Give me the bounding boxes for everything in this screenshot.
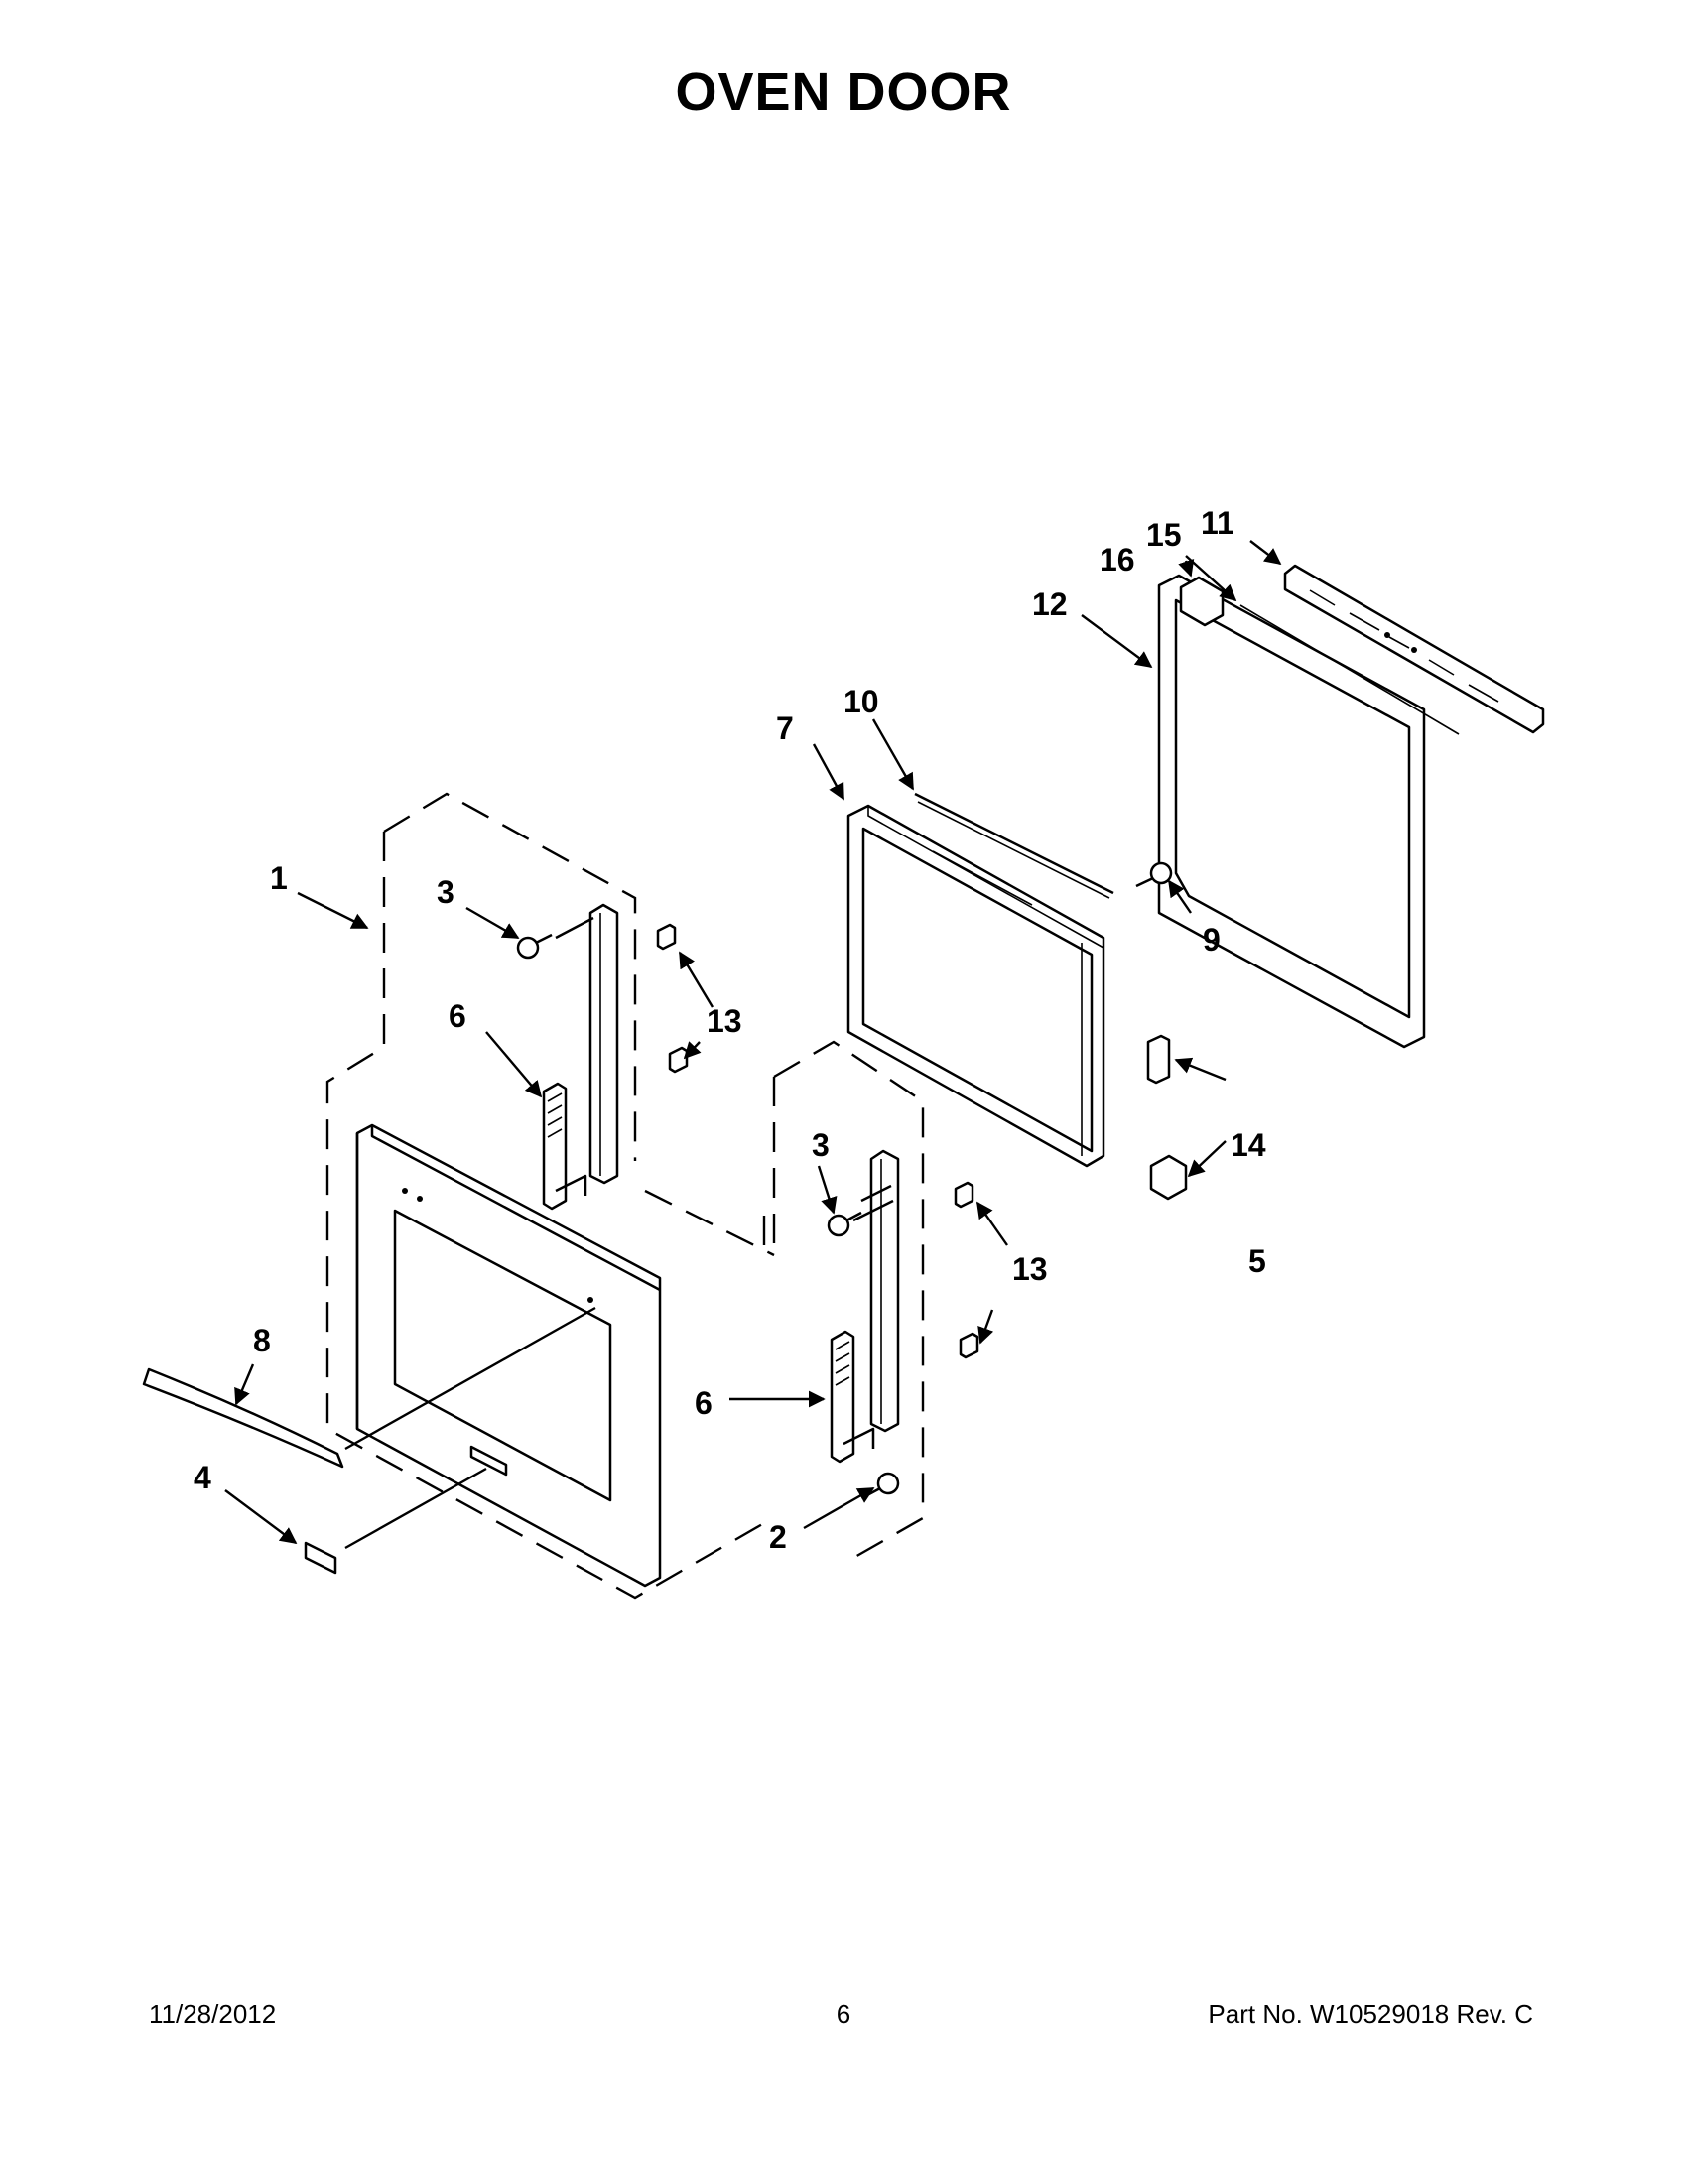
footer-date: 11/28/2012 [149, 1999, 277, 2029]
callout-6-right: 6 [695, 1385, 713, 1421]
callout-3-left: 3 [437, 874, 454, 910]
callout-12: 12 [1032, 586, 1068, 622]
clip-left-upper [656, 923, 677, 951]
callout-labels: 1 3 6 13 3 13 6 2 8 4 7 10 9 14 5 12 16 … [194, 505, 1266, 1555]
screw-upper-left [516, 933, 553, 960]
outer-door-assembly-outline [325, 792, 775, 1600]
inner-door-frame [846, 804, 1105, 1168]
callout-7: 7 [776, 710, 794, 746]
spacer-pad [1179, 576, 1225, 627]
callout-3-right: 3 [812, 1127, 830, 1163]
callout-14: 14 [1231, 1127, 1266, 1163]
callout-5: 5 [1248, 1243, 1266, 1279]
clip-right-lower [959, 1332, 979, 1359]
callout-16: 16 [1100, 542, 1135, 578]
callout-9: 9 [1203, 922, 1221, 958]
top-vent-trim [1283, 564, 1545, 734]
clip-left-lower [668, 1046, 689, 1074]
footer-page-number: 6 [836, 1999, 851, 2029]
clip-right-upper [954, 1181, 974, 1209]
door-rod [914, 792, 1114, 899]
callout-10: 10 [844, 684, 879, 719]
screw-upper-right [827, 1211, 862, 1237]
door-handle [142, 1367, 344, 1469]
gasket-strip [1239, 604, 1460, 735]
door-latch [1149, 1154, 1188, 1201]
right-hinge-assembly-outline [772, 1040, 925, 1560]
right-hinge [830, 1330, 875, 1464]
callout-8: 8 [253, 1323, 271, 1358]
page-title: OVEN DOOR [675, 63, 1012, 122]
left-hinge-channel [555, 903, 619, 1185]
callout-4: 4 [194, 1460, 211, 1495]
callout-6-left: 6 [449, 998, 466, 1034]
footer-part-number: Part No. W10529018 Rev. C [1208, 1999, 1533, 2029]
left-hinge [542, 1082, 587, 1211]
right-hinge-channel [852, 1149, 900, 1433]
callout-13-upper: 13 [707, 1003, 742, 1039]
leader-arrows [224, 540, 1282, 1545]
callout-11: 11 [1201, 505, 1234, 541]
callout-15: 15 [1146, 517, 1182, 553]
callout-13-lower: 13 [1012, 1251, 1048, 1287]
alignment-lines [344, 1184, 892, 1550]
callout-1: 1 [270, 860, 288, 896]
callout-2: 2 [769, 1519, 787, 1555]
spacer-block [1146, 1034, 1171, 1085]
screw-frame [1135, 861, 1173, 888]
badge-plate [304, 1541, 337, 1575]
screw-lower-right [864, 1472, 900, 1498]
